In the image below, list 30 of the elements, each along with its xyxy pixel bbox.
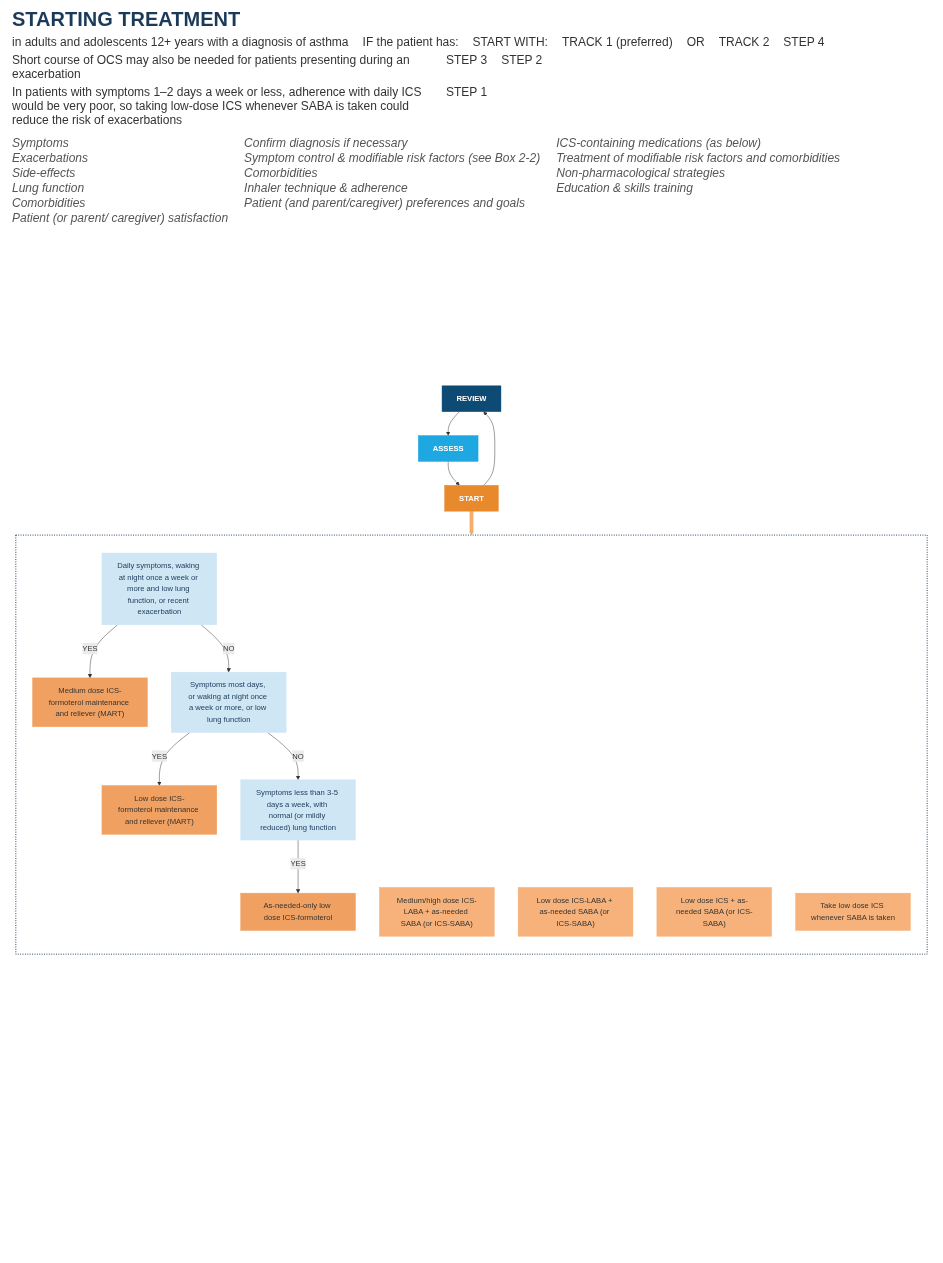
list-item: Education & skills training [556,181,694,195]
note-text: in adults and adolescents 12+ years with a diagnosis of asthma [12,35,349,49]
list-item: Patient (or parent/ caregiver) satisfaction [12,211,229,225]
note-text: TRACK 2 [718,35,770,49]
list-item: Confirm diagnosis if necessary [244,136,409,150]
list-item: Exacerbations [12,151,90,165]
arrow [469,511,474,536]
list-item: Symptom control & modifiable risk factors (see Box 2-2) [244,151,541,165]
note-text: START WITH: [472,35,548,49]
cluster [15,534,928,955]
list-item: Patient (and parent/caregiver) preferences and goals [244,196,526,210]
list-item: Inhaler technique & adherence [244,181,409,195]
list-item: Comorbidities [12,196,87,210]
list-item: Lung function [12,181,86,195]
title: STARTING TREATMENT [12,8,242,31]
note-text: In patients with symptoms 1–2 days a week or less, adherence with daily ICS would be very poor, so taking low-dose ICS whenever SABA is taken could reduce the risk of exacerbations [12,85,423,127]
list-item: Non-pharmacological strategies [556,166,726,180]
note-text: OR [686,35,705,49]
note-text: Short course of OCS may also be needed for patients presenting during an exacerbation [12,53,411,81]
list-item: Symptoms [12,136,70,150]
note-text: TRACK 1 (preferred) [561,35,673,49]
list-item: Comorbidities [244,166,319,180]
list-item: ICS-containing medications (as below) [556,136,762,150]
note-text: STEP 3 [446,53,488,69]
list-item: Treatment of modifiable risk factors and comorbidities [556,151,841,165]
note-text: STEP 1 [446,85,488,101]
note-text: IF the patient has: [362,35,459,49]
list-item: Side-effects [12,166,77,180]
note-text: STEP 2 [501,53,543,69]
note-text: STEP 4 [783,35,825,49]
